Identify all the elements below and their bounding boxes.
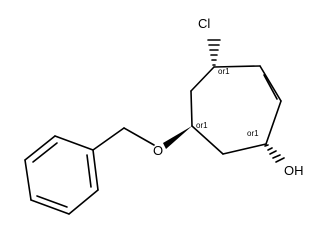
bond-ch2-ccl xyxy=(190,66,215,92)
stereo-label-c-obn: or1 xyxy=(196,121,208,130)
bond-ch2-cobn xyxy=(191,125,224,155)
bond-o-ch2 xyxy=(123,127,155,146)
hashed-wedge-to-oh xyxy=(264,144,285,163)
stereo-label-c-cl: or1 xyxy=(218,67,230,76)
stereo-label-c-oh: or1 xyxy=(247,129,259,138)
cycloheptene-ring xyxy=(190,65,282,155)
bond-ccl-c2 xyxy=(213,65,261,68)
atom-label-oh: OH xyxy=(284,163,304,178)
bond-cobn-ch2 xyxy=(190,90,193,127)
bond-c3-coh xyxy=(265,100,282,145)
bond-c2-c3-double xyxy=(263,74,278,100)
bond-c2-c3 xyxy=(259,65,282,102)
solid-wedge-to-o xyxy=(163,126,192,149)
bond-ch2-phenyl xyxy=(92,127,125,151)
bond-coh-ch2 xyxy=(222,143,267,155)
chemical-structure-diagram: Cl O OH or1 or1 or1 xyxy=(24,16,304,215)
hashed-wedge-to-cl xyxy=(207,39,221,66)
atom-label-cl: Cl xyxy=(198,16,210,31)
atom-label-o: O xyxy=(153,143,163,158)
benzyl-group xyxy=(24,127,155,215)
